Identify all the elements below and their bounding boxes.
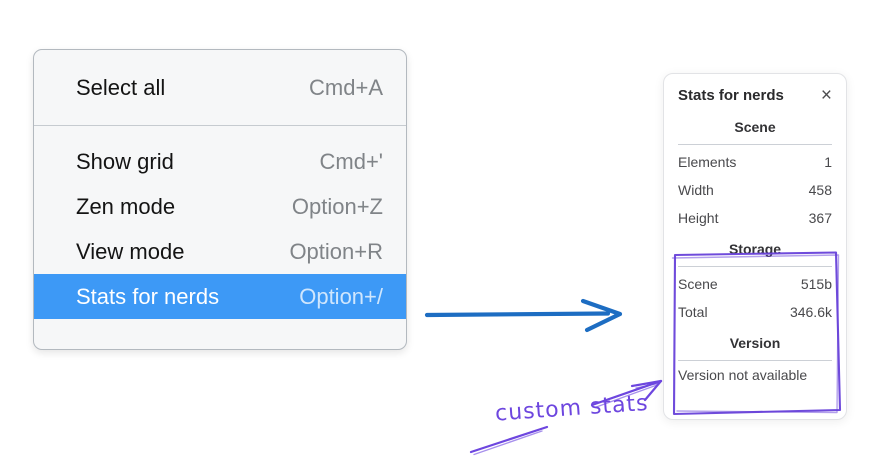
section-divider xyxy=(678,144,832,145)
stat-row-width: Width 458 xyxy=(678,176,832,204)
annotation-label: custom stats xyxy=(494,390,650,427)
menu-item-shortcut: Option+/ xyxy=(299,283,383,309)
scene-section-header: Scene xyxy=(734,119,776,135)
menu-item-view-mode[interactable]: View mode Option+R xyxy=(34,229,406,274)
menu-divider xyxy=(34,125,406,126)
section-divider xyxy=(678,360,832,361)
menu-item-shortcut: Option+Z xyxy=(291,193,383,219)
stat-row-total-size: Total 346.6k xyxy=(678,298,832,326)
menu-section-top: Select all Cmd+A xyxy=(34,50,406,125)
menu-item-shortcut: Cmd+A xyxy=(309,74,383,100)
stat-value: 458 xyxy=(808,182,832,198)
section-divider xyxy=(678,266,832,267)
menu-section-bottom: Show grid Cmd+' Zen mode Option+Z View m… xyxy=(34,126,406,333)
menu-item-label: View mode xyxy=(76,238,185,264)
menu-item-show-grid[interactable]: Show grid Cmd+' xyxy=(34,139,406,184)
menu-item-zen-mode[interactable]: Zen mode Option+Z xyxy=(34,184,406,229)
stat-label: Scene xyxy=(678,276,718,292)
stat-label: Width xyxy=(678,182,714,198)
menu-item-stats-for-nerds[interactable]: Stats for nerds Option+/ xyxy=(34,274,406,319)
stat-row-elements: Elements 1 xyxy=(678,148,832,176)
storage-section: Storage Scene 515b Total 346.6k xyxy=(678,241,832,326)
stat-value: 1 xyxy=(824,154,832,170)
stats-panel-title: Stats for nerds xyxy=(678,87,784,104)
stat-label: Elements xyxy=(678,154,737,170)
blue-arrow xyxy=(424,298,623,333)
menu-item-label: Show grid xyxy=(76,148,174,174)
context-menu: Select all Cmd+A Show grid Cmd+' Zen mod… xyxy=(33,49,407,350)
stat-value: 346.6k xyxy=(789,304,832,320)
stat-row-height: Height 367 xyxy=(678,204,832,232)
menu-item-label: Zen mode xyxy=(76,193,176,219)
stat-value: 515b xyxy=(800,276,832,292)
stat-label: Height xyxy=(678,210,719,226)
version-section-header: Version xyxy=(729,335,781,351)
menu-item-label: Stats for nerds xyxy=(76,283,220,309)
menu-item-label: Select all xyxy=(76,74,166,100)
version-note: Version not available xyxy=(678,367,808,383)
stat-label: Total xyxy=(678,304,708,320)
stats-panel: Stats for nerds × Scene Elements 1 Width… xyxy=(663,73,847,420)
stats-panel-header: Stats for nerds × xyxy=(678,84,832,106)
version-section: Version Version not available xyxy=(678,335,832,383)
close-icon[interactable]: × xyxy=(820,84,832,106)
menu-item-shortcut: Option+R xyxy=(289,238,383,264)
stat-row-scene-size: Scene 515b xyxy=(678,270,832,298)
scene-section: Scene Elements 1 Width 458 Height 367 xyxy=(678,119,832,232)
menu-item-shortcut: Cmd+' xyxy=(319,148,384,174)
menu-item-select-all[interactable]: Select all Cmd+A xyxy=(34,65,406,110)
storage-section-header: Storage xyxy=(728,241,782,257)
stat-value: 367 xyxy=(808,210,832,226)
